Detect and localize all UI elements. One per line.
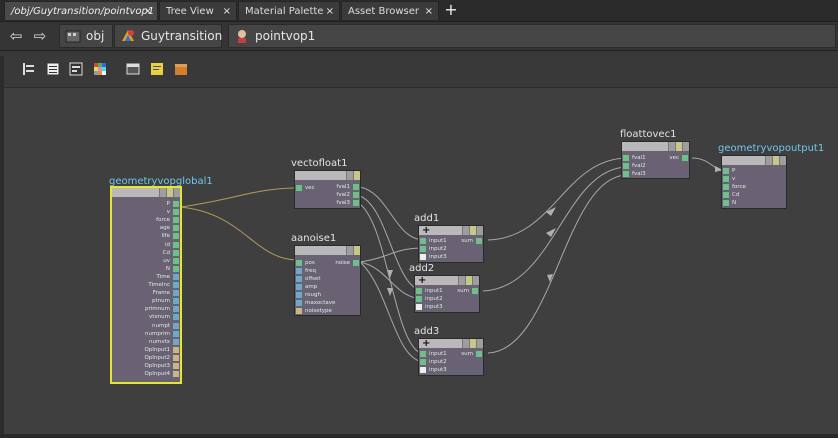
node-vectofloat1[interactable]: vec fval1 fval2 fval3	[294, 170, 361, 209]
node-add1[interactable]: + sum input1 input2 input3	[418, 225, 484, 263]
wire-noise-add3	[359, 261, 424, 363]
node-title: aanoise1	[291, 233, 337, 244]
tab-label: Asset Browser	[348, 6, 420, 17]
tree-layout-icon[interactable]	[22, 62, 36, 76]
wire-arrow	[546, 228, 556, 237]
parameter-icon[interactable]	[69, 62, 83, 76]
wire-arrow	[546, 207, 556, 216]
wire-fval1-add1	[359, 186, 424, 241]
breadcrumb-pointvop[interactable]: pointvop1	[228, 24, 836, 48]
node-header	[295, 171, 360, 180]
tab-pointvop[interactable]: /obj/Guytransition/pointvop1 ×	[4, 1, 158, 20]
node-title: add2	[409, 263, 435, 274]
sticky-note-icon[interactable]	[150, 62, 164, 76]
node-add3[interactable]: + sum input1 input2 input3	[418, 338, 484, 376]
node-header	[295, 246, 360, 255]
node-title: add3	[414, 326, 440, 337]
node-header	[112, 188, 180, 197]
tab-label: Material Palette	[245, 6, 324, 17]
wire-add1-fval1	[487, 157, 627, 241]
breadcrumb-label: Guytransition	[141, 29, 223, 43]
node-add2[interactable]: + sum input1 input2 input3	[414, 275, 480, 313]
back-button[interactable]: ⇦	[9, 27, 23, 45]
path-bar: ⇦ ⇨ obj Guytransition pointvop1	[0, 22, 838, 51]
wire-add2-fval2	[482, 166, 627, 292]
wire-arrow	[547, 274, 553, 282]
node-header	[722, 156, 786, 165]
node-header: +	[419, 338, 483, 349]
add-tab-button[interactable]: +	[444, 0, 458, 19]
node-floattovec1[interactable]: vec fval1 fval2 fval3	[621, 141, 690, 179]
node-title: add1	[414, 213, 440, 224]
close-icon[interactable]: ×	[424, 6, 433, 17]
node-header: +	[415, 275, 479, 286]
node-title: vectofloat1	[291, 158, 348, 169]
node-header: +	[419, 225, 483, 236]
tab-tree-view[interactable]: Tree View ×	[159, 1, 237, 20]
forward-button[interactable]: ⇨	[33, 27, 47, 45]
bottom-edge	[0, 434, 838, 438]
wire-arrow	[387, 270, 393, 278]
close-icon[interactable]: ×	[325, 6, 334, 17]
tab-label: /obj/Guytransition/pointvop1	[11, 6, 155, 17]
breadcrumb-guytransition[interactable]: Guytransition	[114, 24, 222, 48]
tab-bar: /obj/Guytransition/pointvop1 × Tree View…	[0, 0, 838, 22]
obj-icon	[65, 30, 81, 43]
list-view-icon[interactable]	[46, 62, 60, 76]
node-title: floattovec1	[620, 129, 677, 140]
wire-P-to-pos	[179, 206, 299, 261]
breadcrumb-label: pointvop1	[255, 29, 316, 43]
network-box-icon[interactable]	[126, 62, 140, 76]
subnet-icon[interactable]	[174, 62, 188, 76]
wire-add3-fval3	[487, 174, 627, 354]
left-scroll-strip	[0, 56, 4, 434]
node-header	[622, 142, 689, 151]
wire-arrow	[387, 288, 393, 296]
node-title: geometryvopglobal1	[109, 176, 213, 187]
grid-color-icon[interactable]	[93, 62, 107, 76]
node-title: geometryvopoutput1	[718, 143, 825, 154]
wire-noise-add1	[359, 247, 424, 263]
tab-label: Tree View	[166, 6, 214, 17]
network-toolbar	[0, 51, 838, 88]
wire-P-to-vec	[179, 187, 299, 208]
tab-asset-browser[interactable]: Asset Browser ×	[341, 1, 439, 20]
close-icon[interactable]: ×	[143, 6, 152, 17]
breadcrumb-obj[interactable]: obj	[59, 24, 113, 48]
wire-fval3-add3	[359, 203, 424, 355]
geometry-icon	[122, 30, 134, 41]
pointvop-icon	[238, 30, 246, 43]
close-icon[interactable]: ×	[222, 6, 231, 17]
tab-material-palette[interactable]: Material Palette ×	[238, 1, 340, 20]
breadcrumb-label: obj	[86, 29, 105, 43]
